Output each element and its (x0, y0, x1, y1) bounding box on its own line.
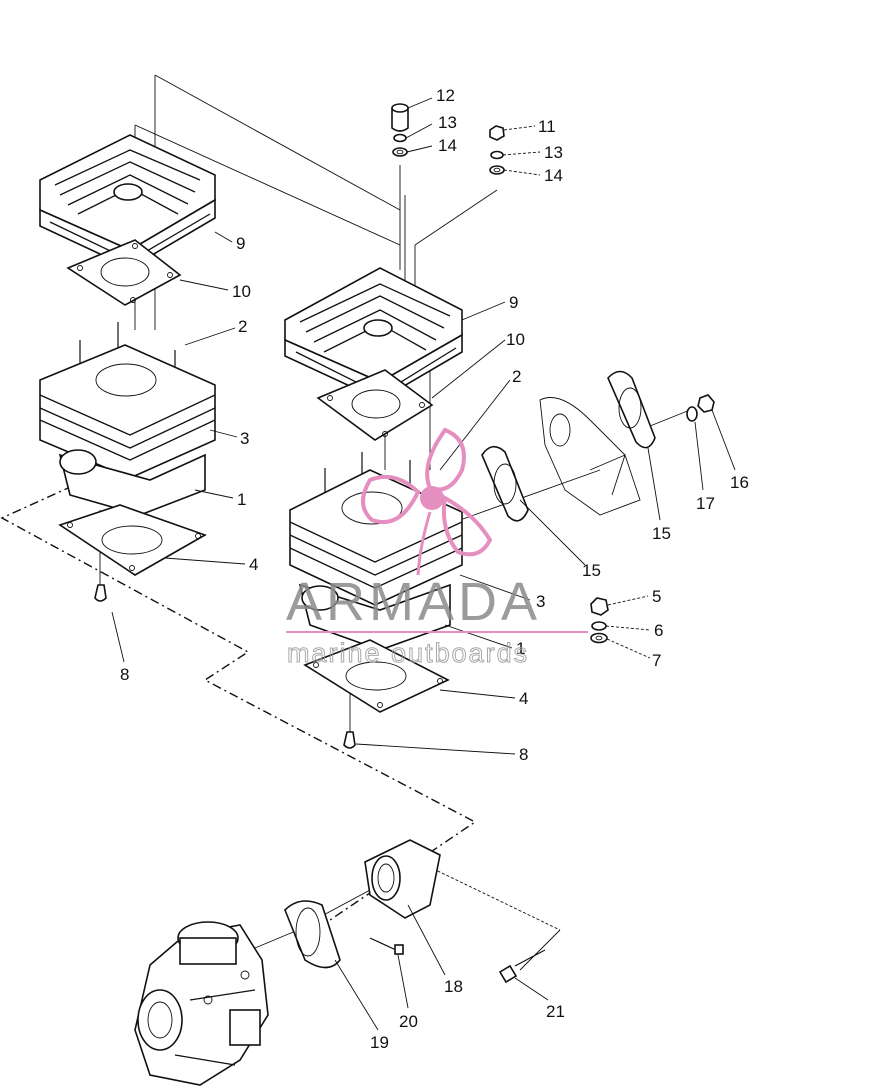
logo-center (420, 486, 444, 510)
callout-6: 6 (654, 621, 663, 640)
washer-17 (686, 406, 698, 422)
nut-11-stack (489, 125, 505, 175)
watermark-logo (361, 427, 493, 576)
callout-7: 7 (652, 651, 661, 670)
head-gasket-left (66, 239, 182, 306)
carburetor (134, 921, 269, 1086)
callout-2: 2 (238, 317, 247, 336)
cylinder-left (39, 322, 216, 516)
head-gasket-right (316, 369, 434, 441)
callout-labels: 12 13 14 11 13 14 9 10 2 3 1 4 8 9 10 2 … (120, 86, 749, 1052)
clamp-19 (284, 900, 341, 969)
callout-21: 21 (546, 1002, 565, 1021)
callout-4: 4 (249, 555, 258, 574)
exhaust-manifold (539, 397, 641, 516)
nut-16 (697, 394, 715, 413)
callout-14: 14 (544, 166, 563, 185)
leader-lines (111, 97, 736, 1031)
callout-13: 13 (438, 113, 457, 132)
callout-4: 4 (519, 689, 528, 708)
dowel-pin-right (343, 731, 356, 749)
callout-1: 1 (516, 639, 525, 658)
callout-15: 15 (582, 561, 601, 580)
logo-petal-right (441, 494, 493, 557)
callout-5: 5 (652, 587, 661, 606)
callout-8: 8 (120, 665, 129, 684)
callout-19: 19 (370, 1033, 389, 1052)
watermark: ARMADA marine outboards (286, 427, 588, 669)
bolt-21 (498, 949, 546, 984)
bolt-20 (369, 937, 404, 955)
base-gasket-left (58, 504, 207, 576)
callout-20: 20 (399, 1012, 418, 1031)
callout-16: 16 (730, 473, 749, 492)
callout-3: 3 (240, 429, 249, 448)
dowel-pin-left (94, 584, 107, 602)
callout-10: 10 (232, 282, 251, 301)
callout-9: 9 (509, 293, 518, 312)
base-gasket-right (303, 639, 450, 713)
callout-15: 15 (652, 524, 671, 543)
exhaust-gasket-right (607, 370, 656, 449)
callout-13: 13 (544, 143, 563, 162)
callout-8: 8 (519, 745, 528, 764)
nut-washer-stack-5-7 (590, 597, 609, 644)
callout-18: 18 (444, 977, 463, 996)
callout-2: 2 (512, 367, 521, 386)
callout-3: 3 (536, 592, 545, 611)
callout-9: 9 (236, 234, 245, 253)
callout-1: 1 (237, 490, 246, 509)
nut-12-stack (391, 103, 409, 157)
callout-10: 10 (506, 330, 525, 349)
callout-14: 14 (438, 136, 457, 155)
logo-stem (416, 511, 432, 576)
callout-17: 17 (696, 494, 715, 513)
exhaust-gasket-center (481, 445, 529, 522)
watermark-subtitle: marine outboards (287, 638, 529, 668)
watermark-title: ARMADA (286, 572, 541, 632)
intake-manifold (364, 839, 441, 919)
logo-petal-top (425, 427, 466, 492)
logo-petal-left (361, 475, 421, 525)
callout-12: 12 (436, 86, 455, 105)
callout-11: 11 (538, 117, 556, 136)
